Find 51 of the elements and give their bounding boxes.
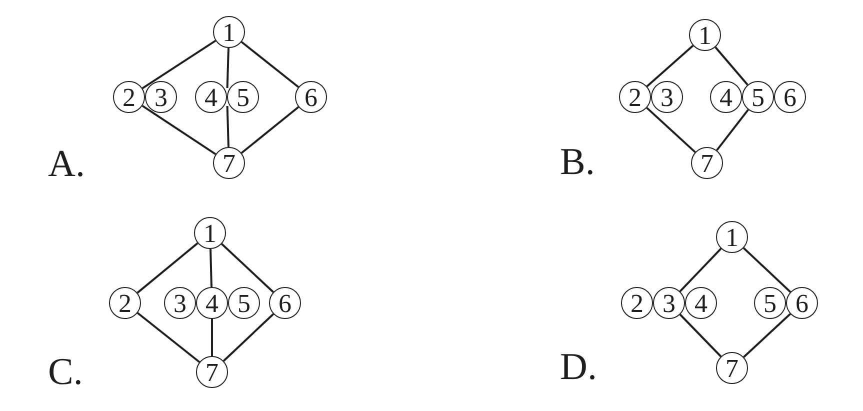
numbered-circle: 3 — [653, 287, 685, 319]
numbered-circle: 6 — [774, 81, 806, 113]
connector-line — [240, 41, 300, 88]
numbered-circle: 3 — [651, 81, 683, 113]
numbered-circle: 1 — [689, 19, 721, 51]
numbered-circle: 2 — [619, 81, 651, 113]
numbered-circle: 1 — [716, 221, 748, 253]
numbered-circle: 5 — [228, 287, 260, 319]
numbered-circle: 6 — [786, 287, 818, 319]
connector-line — [136, 242, 198, 294]
connector-line — [743, 313, 791, 358]
connector-line — [211, 319, 213, 356]
connector-line — [210, 248, 212, 288]
connector-line — [222, 313, 274, 362]
connector-line — [142, 104, 216, 156]
numbered-circle: 7 — [213, 147, 245, 179]
numbered-circle: 4 — [685, 287, 717, 319]
connector-line — [646, 107, 696, 153]
numbered-circle: 3 — [164, 287, 196, 319]
connector-line — [679, 248, 722, 292]
connector-line — [142, 40, 216, 90]
option-letter: A. — [48, 145, 85, 183]
numbered-circle: 6 — [295, 81, 327, 113]
option-letter: C. — [48, 353, 83, 391]
numbered-circle: 3 — [145, 81, 177, 113]
option-letter: B. — [560, 143, 595, 181]
numbered-circle: 7 — [691, 147, 723, 179]
numbered-circle: 4 — [195, 81, 227, 113]
connector-line — [679, 314, 722, 358]
numbered-circle: 7 — [196, 356, 228, 388]
numbered-circle: 7 — [716, 352, 748, 384]
numbered-circle: 4 — [710, 81, 742, 113]
numbered-circle: 1 — [194, 217, 226, 249]
connector-line — [136, 312, 200, 363]
numbered-circle: 5 — [754, 287, 786, 319]
numbered-circle: 1 — [213, 16, 245, 48]
numbered-circle: 2 — [621, 287, 653, 319]
connector-line — [240, 106, 300, 154]
connector-line — [742, 247, 792, 293]
connector-line — [646, 44, 694, 88]
connector-line — [226, 106, 230, 148]
option-letter: D. — [560, 348, 597, 386]
numbered-circle: 5 — [742, 81, 774, 113]
numbered-circle: 4 — [196, 287, 228, 319]
numbered-circle: 5 — [227, 81, 259, 113]
numbered-circle: 6 — [269, 287, 301, 319]
numbered-circle: 2 — [113, 81, 145, 113]
connector-line — [221, 243, 274, 293]
numbered-circle: 2 — [109, 287, 141, 319]
connector-line — [716, 109, 749, 151]
connector-line — [714, 46, 748, 86]
